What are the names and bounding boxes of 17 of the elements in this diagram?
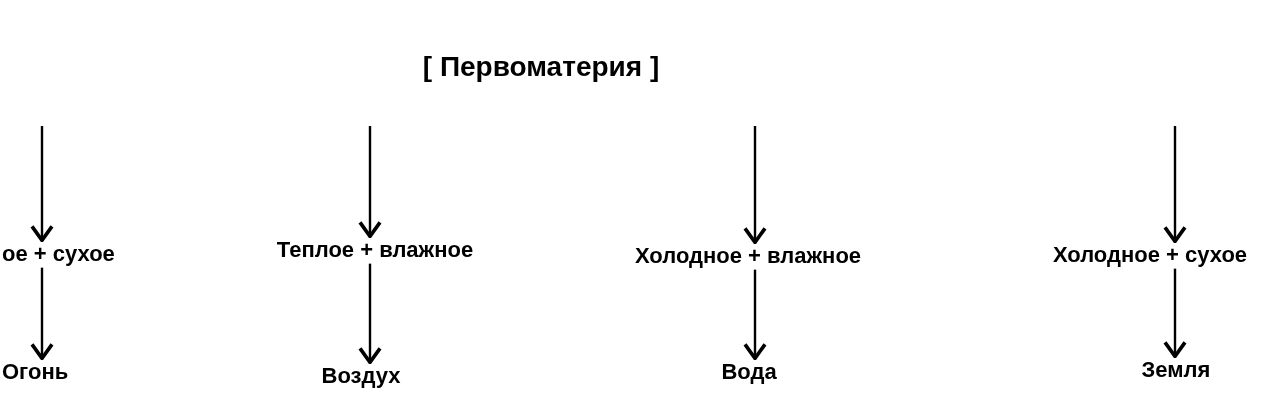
arrow [358, 126, 382, 239]
arrow [743, 126, 767, 245]
arrow [743, 269, 767, 361]
node-label: ое + сухое [2, 241, 115, 267]
arrow [1163, 268, 1187, 359]
arrow [30, 126, 54, 243]
node-label: Воздух [321, 363, 401, 389]
node-label: Вода [721, 359, 777, 385]
node-label: Теплое + влажное [276, 237, 474, 263]
arrow [358, 263, 382, 365]
node-label: Огонь [2, 359, 69, 385]
diagram-title: [ Первоматерия ] [422, 50, 660, 84]
node-label: Земля [1141, 357, 1211, 383]
arrow [1163, 126, 1187, 244]
arrow [30, 267, 54, 361]
node-label: Холодное + влажное [634, 243, 862, 269]
node-label: Холодное + сухое [1052, 242, 1248, 268]
